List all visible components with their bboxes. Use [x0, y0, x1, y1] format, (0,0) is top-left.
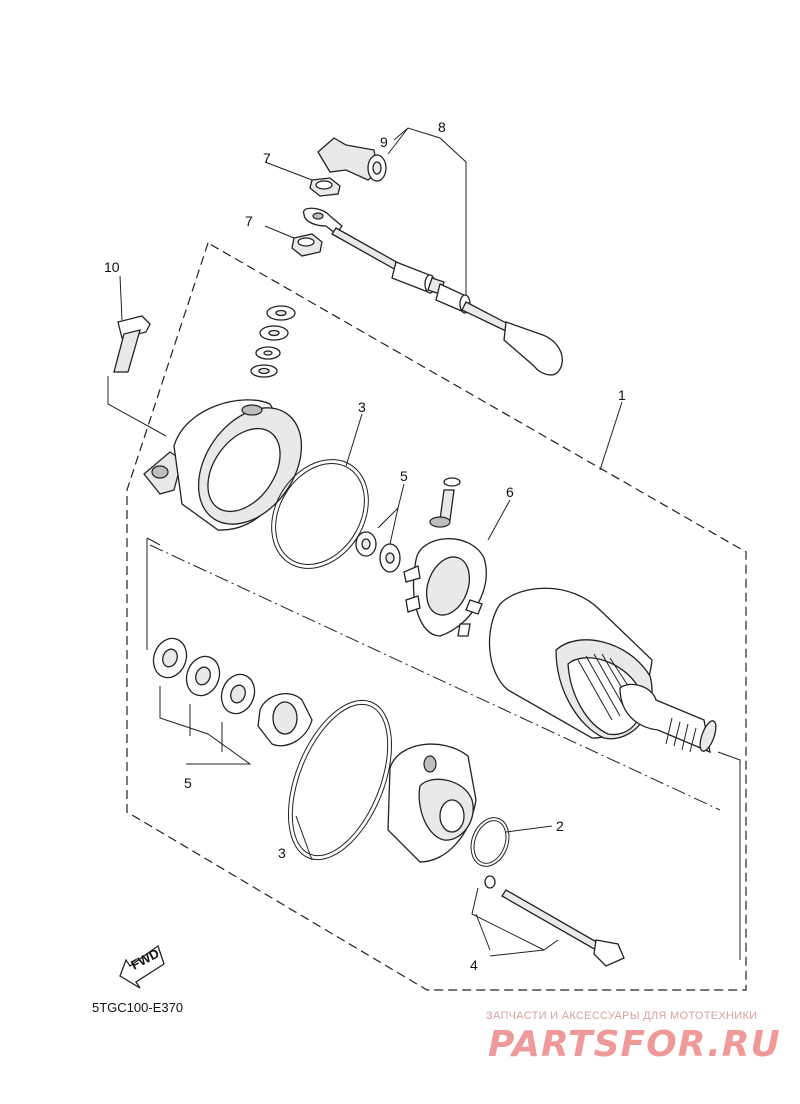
callout-10: 10: [104, 259, 120, 275]
starter-cable[interactable]: [302, 137, 563, 376]
callout-7-lower: 7: [245, 213, 253, 229]
assembly-outline: [126, 242, 747, 991]
rear-cover[interactable]: [143, 388, 323, 543]
callout-8: 8: [438, 119, 446, 135]
washers-upper[interactable]: [355, 531, 401, 573]
watermark-tagline: ЗАПЧАСТИ И АКСЕССУАРЫ ДЛЯ МОТОТЕХНИКИ: [486, 1010, 758, 1022]
callout-1: 1: [618, 387, 626, 403]
o-ring-lower[interactable]: [268, 686, 413, 875]
leader-lines: [107, 127, 741, 960]
callout-3-upper: 3: [358, 399, 366, 415]
plate[interactable]: [257, 693, 313, 747]
nut-lower[interactable]: [291, 233, 323, 257]
callout-9: 9: [380, 134, 388, 150]
motor-yoke[interactable]: [488, 587, 720, 754]
brush-holder[interactable]: [403, 477, 487, 637]
callout-6: 6: [506, 484, 514, 500]
washers-lower[interactable]: [148, 634, 260, 719]
through-bolts[interactable]: [484, 875, 625, 967]
callout-5-lower: 5: [184, 775, 192, 791]
callout-2: 2: [556, 818, 564, 834]
bolt[interactable]: [113, 315, 151, 373]
callout-4: 4: [470, 957, 478, 973]
o-ring-small[interactable]: [465, 812, 516, 871]
callout-3-lower: 3: [278, 845, 286, 861]
diagram-code: 5TGC100-E370: [92, 1000, 183, 1015]
axis-line: [149, 544, 721, 811]
terminal-washers[interactable]: [250, 305, 296, 378]
watermark-logo: PARTSFOR.RU: [488, 1024, 781, 1065]
callout-5-upper: 5: [400, 468, 408, 484]
fwd-arrow-icon: [119, 944, 165, 989]
nut-upper[interactable]: [309, 177, 341, 197]
callout-7-upper: 7: [263, 150, 271, 166]
front-cover[interactable]: [387, 743, 477, 863]
